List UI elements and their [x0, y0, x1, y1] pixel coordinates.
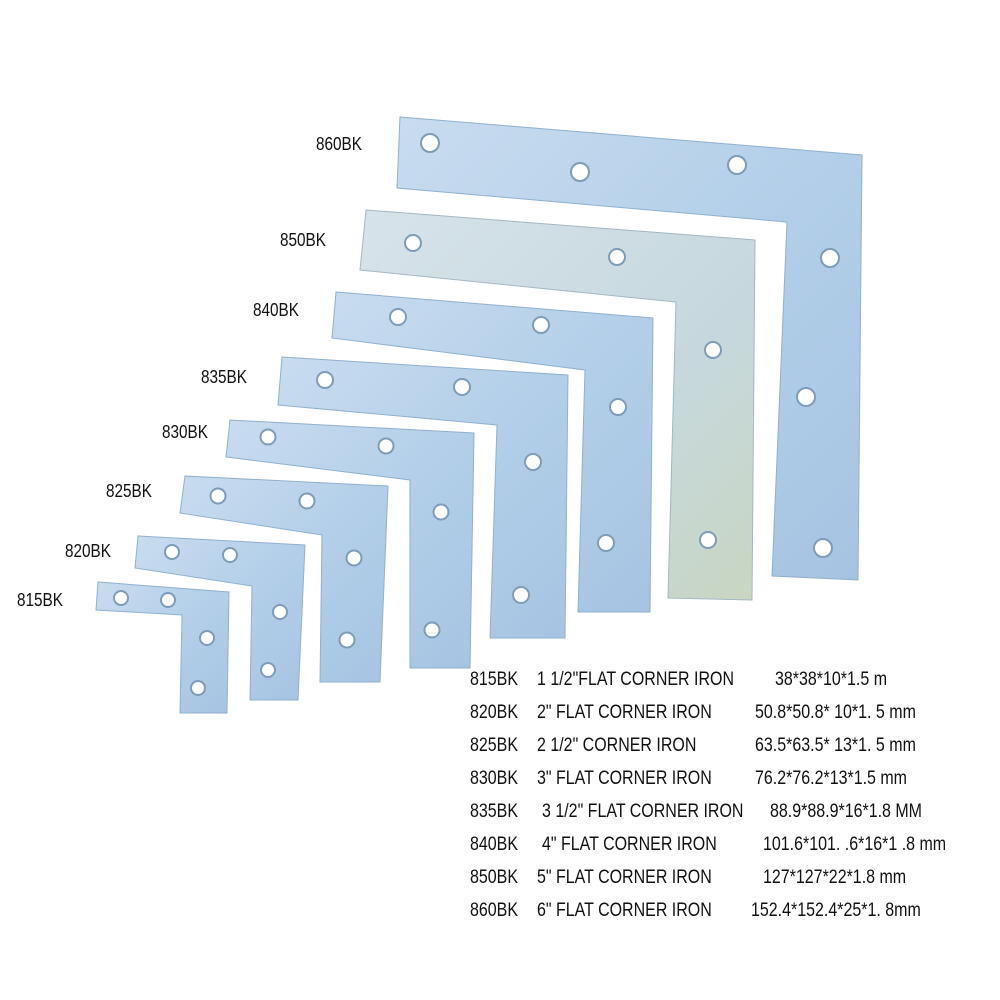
spec-dims: 50.8*50.8* 10*1. 5 mm: [755, 701, 916, 723]
spec-name: 3 1/2" FLAT CORNER IRON: [542, 800, 744, 822]
label-835bk: 835BK: [201, 367, 247, 387]
spec-dims: 101.6*101. .6*16*1 .8 mm: [763, 833, 947, 855]
spec-dims: 127*127*22*1.8 mm: [763, 866, 907, 888]
spec-dims: 38*38*10*1.5 m: [775, 668, 888, 690]
spec-code: 840BK: [470, 833, 519, 855]
spec-name: 1 1/2"FLAT CORNER IRON: [537, 668, 735, 690]
spec-dims: 63.5*63.5* 13*1. 5 mm: [755, 734, 916, 756]
spec-code: 860BK: [470, 899, 519, 921]
spec-code: 825BK: [470, 734, 519, 756]
label-820bk: 820BK: [65, 541, 111, 561]
spec-dims: 88.9*88.9*16*1.8 MM: [770, 800, 923, 822]
bracket-820bk: [134, 535, 306, 701]
spec-dims: 76.2*76.2*13*1.5 mm: [755, 767, 908, 789]
spec-code: 815BK: [470, 668, 519, 690]
bracket-830bk: [225, 419, 475, 669]
label-850bk: 850BK: [280, 230, 326, 250]
spec-name: 3" FLAT CORNER IRON: [537, 767, 712, 789]
spec-dims: 152.4*152.4*25*1. 8mm: [751, 899, 921, 921]
spec-name: 2" FLAT CORNER IRON: [537, 701, 712, 723]
label-830bk: 830BK: [162, 422, 208, 442]
spec-code: 835BK: [470, 800, 519, 822]
spec-code: 850BK: [470, 866, 519, 888]
spec-code: 830BK: [470, 767, 519, 789]
label-840bk: 840BK: [253, 300, 299, 320]
label-860bk: 860BK: [316, 134, 362, 154]
spec-code: 820BK: [470, 701, 519, 723]
spec-name: 5" FLAT CORNER IRON: [537, 866, 712, 888]
bracket-860bk: [396, 116, 863, 581]
label-815bk: 815BK: [17, 590, 63, 610]
bracket-850bk: [359, 209, 756, 601]
spec-name: 6" FLAT CORNER IRON: [537, 899, 712, 921]
spec-name: 4" FLAT CORNER IRON: [542, 833, 717, 855]
bracket-840bk: [331, 291, 654, 613]
spec-name: 2 1/2" CORNER IRON: [537, 734, 697, 756]
bracket-825bk: [179, 475, 389, 683]
label-825bk: 825BK: [106, 481, 152, 501]
bracket-815bk: [95, 581, 230, 714]
bracket-835bk: [277, 356, 569, 639]
